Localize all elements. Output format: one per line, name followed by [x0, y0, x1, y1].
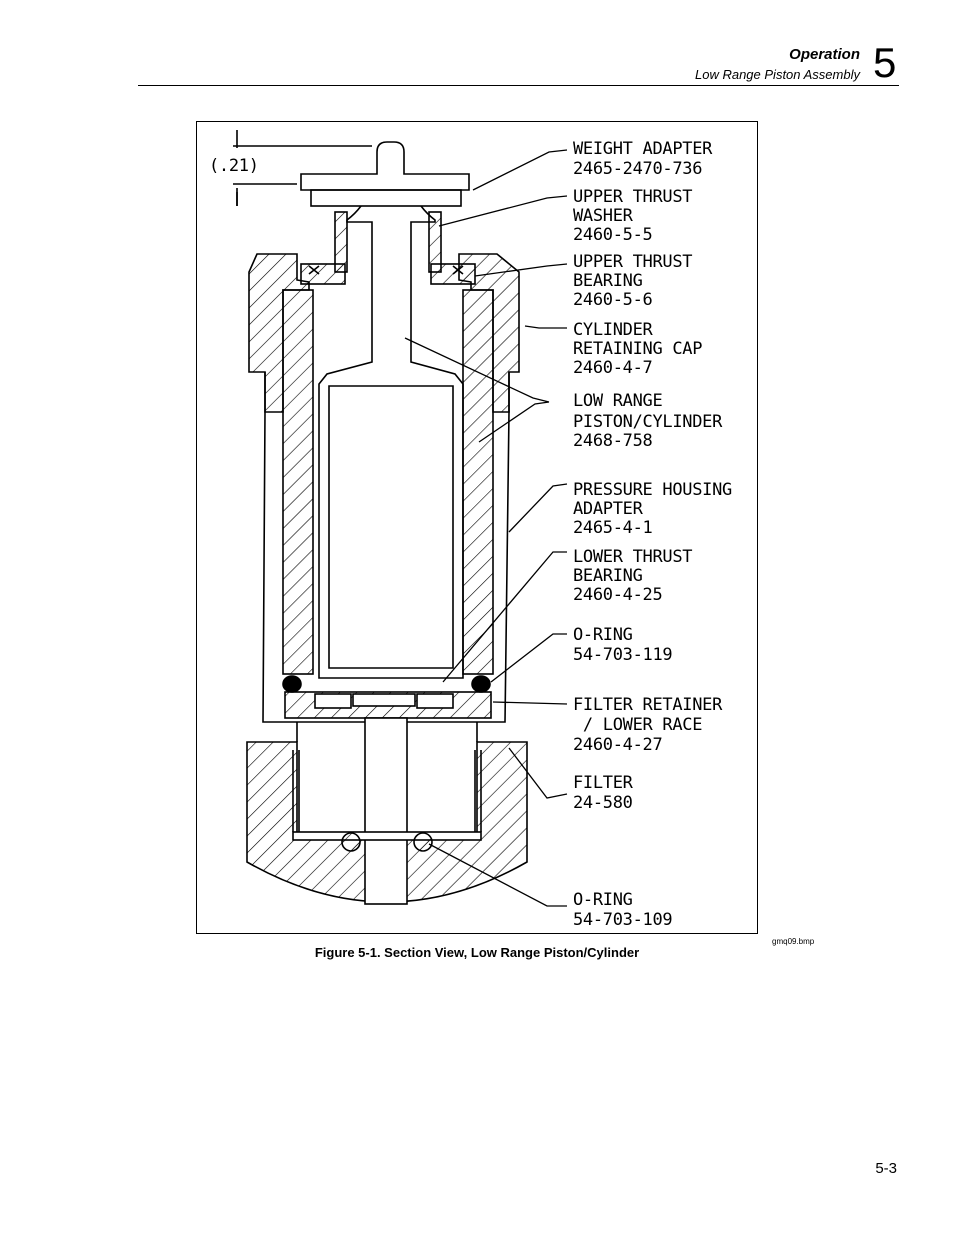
- filter-retainer-label-3: 2460-4-27: [573, 735, 662, 755]
- svg-text:BEARING: BEARING: [573, 271, 643, 291]
- svg-text:CYLINDER: CYLINDER: [573, 320, 654, 340]
- svg-text:2465-4-1: 2465-4-1: [573, 518, 653, 538]
- svg-text:2460-5-6: 2460-5-6: [573, 290, 653, 310]
- weight-adapter-label-1: WEIGHT ADAPTER: [573, 139, 713, 159]
- upper-thrust-bearing-shape: [300, 263, 476, 285]
- upper-thrust-washer-label-3: 2460-5-5: [573, 225, 652, 245]
- page-number: 5-3: [875, 1160, 897, 1177]
- retaining-cap-label-3: 2460-4-7: [573, 358, 652, 378]
- o-ring-119-label-2: 54-703-119: [573, 645, 672, 665]
- retaining-cap-label-2: RETAINING CAP: [573, 339, 702, 359]
- filter-shape: [292, 831, 482, 841]
- svg-text:LOW RANGE: LOW RANGE: [573, 391, 662, 411]
- svg-text:2460-4-25: 2460-4-25: [573, 585, 662, 605]
- upper-thrust-bearing-label-1: UPPER THRUST: [573, 252, 692, 272]
- o-ring-109-left: [341, 832, 361, 852]
- svg-text:UPPER THRUST: UPPER THRUST: [573, 252, 692, 272]
- svg-text:UPPER THRUST: UPPER THRUST: [573, 187, 692, 207]
- svg-text:2468-758: 2468-758: [573, 431, 653, 451]
- dimension-marker: [233, 130, 372, 206]
- lower-thrust-bearing-label-2: BEARING: [573, 566, 643, 586]
- cylinder-wall-right: [462, 289, 494, 675]
- svg-text:PRESSURE HOUSING: PRESSURE HOUSING: [573, 480, 732, 500]
- svg-text:24-580: 24-580: [573, 793, 633, 813]
- weight-adapter-label-2: 2465-2470-736: [573, 159, 702, 179]
- retaining-cap-label-1: CYLINDER: [573, 320, 654, 340]
- o-ring-119-label-1: O-RING: [573, 625, 633, 645]
- svg-text:54-703-119: 54-703-119: [573, 645, 672, 665]
- figure-source-file: gmq09.bmp: [772, 937, 815, 946]
- lower-thrust-bearing-label-3: 2460-4-25: [573, 585, 662, 605]
- header-rule: [138, 85, 899, 86]
- svg-text:FILTER RETAINER: FILTER RETAINER: [573, 695, 723, 715]
- upper-thrust-bearing-label-2: BEARING: [573, 271, 643, 291]
- svg-text:2465-2470-736: 2465-2470-736: [573, 159, 702, 179]
- filter-retainer-label-2: / LOWER RACE: [573, 715, 702, 735]
- svg-text:FILTER: FILTER: [573, 773, 634, 793]
- figure-caption: Figure 5-1. Section View, Low Range Pist…: [314, 945, 640, 960]
- svg-text:2460-5-5: 2460-5-5: [573, 225, 652, 245]
- svg-text:2460-4-7: 2460-4-7: [573, 358, 652, 378]
- filter-label-1: FILTER: [573, 773, 634, 793]
- svg-text:LOWER THRUST: LOWER THRUST: [573, 547, 692, 567]
- cylinder-wall-left: [282, 289, 314, 675]
- figure-frame: (.21): [196, 121, 758, 934]
- leader-lines: [404, 149, 568, 907]
- upper-thrust-washer-label-2: WASHER: [573, 206, 634, 226]
- svg-text:54-703-109: 54-703-109: [573, 910, 672, 930]
- o-ring-119-left: [282, 675, 302, 693]
- section-view-drawing: (.21): [209, 130, 732, 930]
- svg-text:RETAINING CAP: RETAINING CAP: [573, 339, 702, 359]
- svg-text:2460-4-27: 2460-4-27: [573, 735, 662, 755]
- o-ring-119-right: [471, 675, 491, 693]
- chapter-number: 5: [873, 39, 897, 86]
- upper-thrust-washer-left: [334, 211, 348, 273]
- upper-thrust-washer-right: [428, 211, 442, 273]
- svg-text:WASHER: WASHER: [573, 206, 634, 226]
- svg-text:O-RING: O-RING: [573, 625, 633, 645]
- piston-cylinder-label-3: 2468-758: [573, 431, 653, 451]
- section-title: Operation: [789, 46, 860, 63]
- weight-adapter-shape: [300, 141, 470, 207]
- center-bore: [364, 717, 408, 905]
- piston-cylinder-label-2: PISTON/CYLINDER: [573, 412, 723, 432]
- subsection-title: Low Range Piston Assembly: [695, 67, 860, 82]
- piston-cylinder-label-1: LOW RANGE: [573, 391, 662, 411]
- svg-text:O-RING: O-RING: [573, 890, 633, 910]
- svg-text:/ LOWER RACE: / LOWER RACE: [573, 715, 702, 735]
- svg-text:BEARING: BEARING: [573, 566, 643, 586]
- filter-retainer-shape: [284, 691, 492, 719]
- o-ring-109-label-1: O-RING: [573, 890, 633, 910]
- o-ring-109-label-2: 54-703-109: [573, 910, 672, 930]
- dimension-label: (.21): [209, 156, 259, 176]
- pressure-housing-label-2: ADAPTER: [573, 499, 644, 519]
- filter-label-2: 24-580: [573, 793, 633, 813]
- svg-text:WEIGHT ADAPTER: WEIGHT ADAPTER: [573, 139, 713, 159]
- filter-retainer-label-1: FILTER RETAINER: [573, 695, 723, 715]
- o-ring-109-right: [413, 832, 433, 852]
- pressure-housing-label-3: 2465-4-1: [573, 518, 653, 538]
- svg-text:ADAPTER: ADAPTER: [573, 499, 644, 519]
- svg-text:PISTON/CYLINDER: PISTON/CYLINDER: [573, 412, 723, 432]
- lower-thrust-bearing-label-1: LOWER THRUST: [573, 547, 692, 567]
- pressure-housing-label-1: PRESSURE HOUSING: [573, 480, 732, 500]
- upper-thrust-bearing-label-3: 2460-5-6: [573, 290, 653, 310]
- upper-thrust-washer-label-1: UPPER THRUST: [573, 187, 692, 207]
